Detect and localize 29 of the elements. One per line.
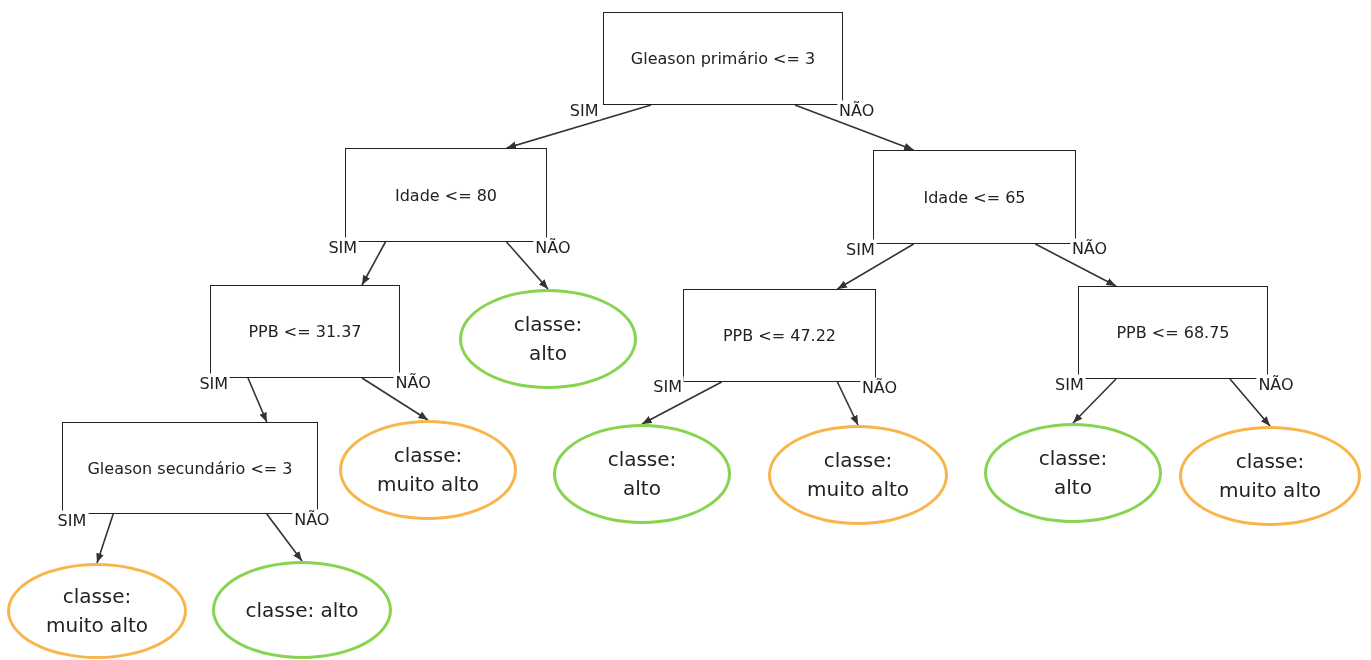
arrow [361, 241, 387, 286]
arrow [1072, 378, 1117, 424]
arrow [505, 104, 652, 149]
node-text: PPB <= 31.37 [248, 322, 362, 341]
arrow [361, 377, 429, 421]
node-text: classe: alto [606, 446, 678, 502]
arrow [266, 513, 303, 562]
arrow [1034, 243, 1117, 287]
arrow [247, 377, 268, 423]
node-text: classe: muito alto [1217, 448, 1322, 504]
arrow [505, 241, 549, 290]
node-text: PPB <= 47.22 [722, 326, 837, 345]
arrow [836, 381, 859, 426]
arrow [96, 513, 114, 564]
node-text: classe: alto [245, 596, 359, 624]
node-text: classe: alto [1037, 445, 1109, 501]
arrow [641, 381, 723, 425]
node-text: Idade <= 65 [923, 187, 1026, 207]
arrow [794, 104, 915, 151]
node-text: Idade <= 80 [395, 185, 497, 205]
node-text: classe: muito alto [44, 583, 149, 639]
node-text: classe: muito alto [375, 442, 480, 498]
node-text: classe: alto [512, 311, 584, 367]
node-text: PPB <= 68.75 [1116, 323, 1230, 342]
node-text: Gleason primário <= 3 [630, 49, 816, 68]
node-text: classe: muito alto [805, 447, 910, 503]
arrow [1229, 378, 1271, 427]
arrow [836, 243, 915, 290]
node-text: Gleason secundário <= 3 [87, 458, 293, 478]
